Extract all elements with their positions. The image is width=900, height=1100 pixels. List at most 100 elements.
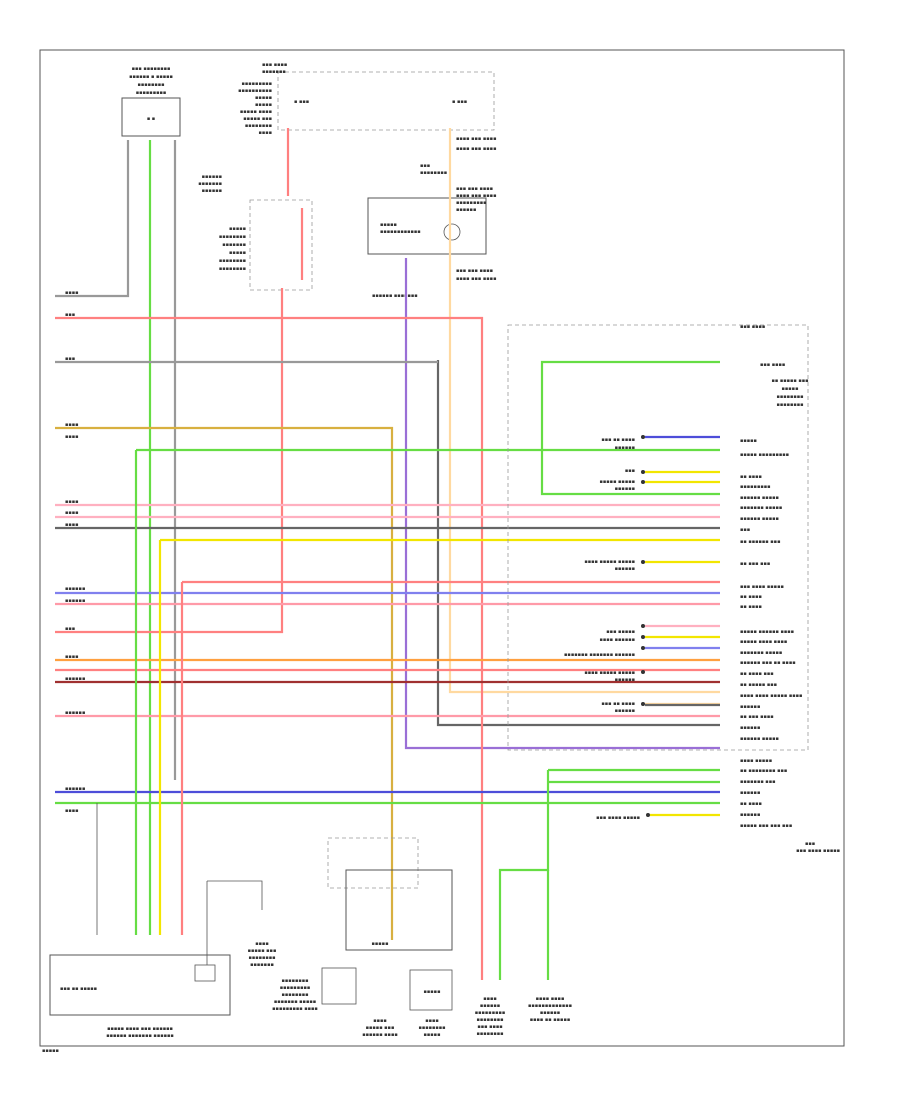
svg-text:▪▪▪: ▪▪▪ [420,163,430,169]
svg-text:▪▪▪ ▪▪▪▪: ▪▪▪ ▪▪▪▪ [760,362,785,368]
svg-text:▪▪▪▪▪▪ ▪▪▪ ▪▪ ▪▪▪▪: ▪▪▪▪▪▪ ▪▪▪ ▪▪ ▪▪▪▪ [740,660,796,666]
svg-text:▪▪▪▪▪▪▪ ▪▪▪▪▪: ▪▪▪▪▪▪▪ ▪▪▪▪▪ [274,999,316,1005]
svg-text:▪ ▪▪▪: ▪ ▪▪▪ [294,99,309,105]
svg-text:▪▪▪ ▪▪ ▪▪▪▪: ▪▪▪ ▪▪ ▪▪▪▪ [601,437,635,443]
source-labels: ▪▪▪ ▪▪ ▪▪▪▪ ▪▪▪▪▪▪ ▪▪▪ ▪▪▪▪▪ ▪▪▪▪▪ ▪▪▪▪▪… [564,437,640,821]
svg-text:▪▪▪▪▪▪▪▪: ▪▪▪▪▪▪▪▪ [281,978,308,984]
svg-text:▪▪ ▪▪▪▪: ▪▪ ▪▪▪▪ [740,604,762,610]
svg-text:▪▪ ▪▪▪▪: ▪▪ ▪▪▪▪ [740,801,762,807]
svg-text:▪▪▪▪▪ ▪▪▪▪▪: ▪▪▪▪▪ ▪▪▪▪▪ [600,479,635,485]
svg-text:▪▪▪▪: ▪▪▪▪ [483,996,497,1002]
svg-text:▪▪▪ ▪▪▪▪: ▪▪▪ ▪▪▪▪ [262,62,287,68]
svg-text:▪▪▪ ▪▪▪▪: ▪▪▪ ▪▪▪▪ [740,324,765,330]
svg-text:▪▪ ▪▪▪ ▪▪▪▪: ▪▪ ▪▪▪ ▪▪▪▪ [740,714,774,720]
svg-text:▪▪▪▪ ▪▪▪ ▪▪▪▪: ▪▪▪▪ ▪▪▪ ▪▪▪▪ [456,276,496,282]
svg-text:▪▪▪▪▪: ▪▪▪▪▪ [255,95,272,101]
svg-text:▪▪▪▪▪ ▪▪▪: ▪▪▪▪▪ ▪▪▪ [243,116,272,122]
svg-text:▪▪▪▪▪ ▪▪▪ ▪▪▪ ▪▪▪: ▪▪▪▪▪ ▪▪▪ ▪▪▪ ▪▪▪ [740,823,792,829]
svg-text:▪▪▪▪: ▪▪▪▪ [65,499,79,505]
svg-text:▪▪ ▪▪▪▪ ▪▪▪: ▪▪ ▪▪▪▪ ▪▪▪ [740,671,774,677]
svg-text:▪▪ ▪▪▪▪▪ ▪▪▪: ▪▪ ▪▪▪▪▪ ▪▪▪ [740,682,777,688]
svg-text:▪▪▪ ▪▪▪▪▪▪▪▪: ▪▪▪ ▪▪▪▪▪▪▪▪ [132,66,171,72]
svg-text:▪▪▪▪▪: ▪▪▪▪▪ [380,222,397,228]
svg-text:▪▪▪▪ ▪▪▪▪▪ ▪▪▪▪▪: ▪▪▪▪ ▪▪▪▪▪ ▪▪▪▪▪ [584,670,635,676]
svg-text:▪▪▪▪▪▪▪: ▪▪▪▪▪▪▪ [262,69,286,75]
center-module: ▪▪▪▪▪ ▪▪▪▪▪▪▪▪▪▪▪▪ ▪▪▪ ▪▪▪ ▪▪▪▪ ▪▪▪▪ ▪▪▪… [367,136,496,299]
svg-text:▪▪▪▪▪▪▪▪▪: ▪▪▪▪▪▪▪▪▪ [280,985,311,991]
svg-text:▪▪▪▪▪ ▪▪▪▪ ▪▪▪ ▪▪▪▪▪▪: ▪▪▪▪▪ ▪▪▪▪ ▪▪▪ ▪▪▪▪▪▪ [107,1026,173,1032]
footer-left: ▪▪▪▪▪ [42,1048,59,1054]
svg-text:▪▪ ▪▪▪▪▪▪ ▪▪▪: ▪▪ ▪▪▪▪▪▪ ▪▪▪ [740,539,780,545]
svg-text:▪▪▪ ▪▪▪ ▪▪▪▪: ▪▪▪ ▪▪▪ ▪▪▪▪ [456,186,493,192]
bottom-sensor-1: ▪▪▪▪ ▪▪▪▪▪ ▪▪▪ ▪▪▪▪▪▪▪▪ ▪▪▪▪▪▪▪ [248,941,277,968]
svg-text:▪▪ ▪▪▪▪: ▪▪ ▪▪▪▪ [740,594,762,600]
svg-text:▪▪▪▪▪▪ ▪ ▪▪▪▪▪: ▪▪▪▪▪▪ ▪ ▪▪▪▪▪ [129,74,173,80]
svg-text:▪▪▪▪ ▪▪▪▪: ▪▪▪▪ ▪▪▪▪ [536,996,565,1002]
svg-text:▪▪▪▪▪▪▪▪▪ ▪▪▪▪: ▪▪▪▪▪▪▪▪▪ ▪▪▪▪ [272,1006,318,1012]
svg-text:▪▪ ▪▪▪ ▪▪▪: ▪▪ ▪▪▪ ▪▪▪ [740,561,770,567]
svg-text:▪▪▪▪▪▪▪▪: ▪▪▪▪▪▪▪▪ [137,82,164,88]
svg-text:▪▪▪: ▪▪▪ [65,312,75,318]
svg-text:▪▪▪▪▪▪: ▪▪▪▪▪▪ [740,725,760,731]
svg-text:▪▪▪▪▪▪: ▪▪▪▪▪▪ [65,598,85,604]
svg-text:▪▪▪▪▪ ▪▪▪▪▪▪▪▪▪: ▪▪▪▪▪ ▪▪▪▪▪▪▪▪▪ [740,452,789,458]
svg-text:▪▪▪▪▪▪▪▪: ▪▪▪▪▪▪▪▪ [248,955,275,961]
bottom-sensor-6: ▪▪▪▪ ▪▪▪▪ ▪▪▪▪▪▪▪▪▪▪▪▪▪ ▪▪▪▪▪▪ ▪▪▪▪ ▪▪ ▪… [528,996,572,1023]
svg-text:▪▪▪▪: ▪▪▪▪ [65,808,79,814]
svg-text:▪▪▪▪▪▪▪▪▪: ▪▪▪▪▪▪▪▪▪ [740,484,771,490]
top-left-sensor: ▪▪▪ ▪▪▪▪▪▪▪▪ ▪▪▪▪▪▪ ▪ ▪▪▪▪▪ ▪▪▪▪▪▪▪▪ ▪▪▪… [121,66,181,137]
svg-text:▪▪▪▪▪▪: ▪▪▪▪▪▪ [615,566,635,572]
svg-text:▪▪▪▪▪▪▪▪: ▪▪▪▪▪▪▪▪ [219,258,246,264]
svg-text:▪▪▪▪: ▪▪▪▪ [255,941,269,947]
top-wires [55,128,720,935]
svg-text:▪▪▪ ▪▪ ▪▪▪▪▪: ▪▪▪ ▪▪ ▪▪▪▪▪ [60,986,97,992]
left-wire-labels: ▪▪▪▪ ▪▪▪ ▪▪▪ ▪▪▪▪ ▪▪▪▪ ▪▪▪▪ ▪▪▪▪ ▪▪▪▪ ▪▪… [65,290,85,814]
svg-text:▪▪▪▪ ▪▪▪ ▪▪▪▪: ▪▪▪▪ ▪▪▪ ▪▪▪▪ [456,146,496,152]
svg-text:▪▪▪▪: ▪▪▪▪ [258,130,272,136]
svg-text:▪▪▪▪▪: ▪▪▪▪▪ [229,250,246,256]
svg-text:▪▪▪▪ ▪▪▪▪▪: ▪▪▪▪ ▪▪▪▪▪ [740,758,772,764]
svg-text:▪▪▪ ▪▪▪▪▪: ▪▪▪ ▪▪▪▪▪ [606,629,635,635]
svg-text:▪▪▪▪▪▪: ▪▪▪▪▪▪ [65,710,85,716]
svg-text:▪▪▪▪ ▪▪▪ ▪▪▪▪: ▪▪▪▪ ▪▪▪ ▪▪▪▪ [456,193,496,199]
bus-lines [55,316,720,980]
svg-text:▪▪▪ ▪▪▪▪ ▪▪▪▪▪: ▪▪▪ ▪▪▪▪ ▪▪▪▪▪ [796,848,840,854]
svg-text:▪▪▪▪▪▪▪▪▪▪: ▪▪▪▪▪▪▪▪▪▪ [238,88,272,94]
svg-text:▪▪▪: ▪▪▪ [65,626,75,632]
ecm-connector-box [507,324,809,751]
svg-text:▪▪▪ ▪▪▪▪: ▪▪▪ ▪▪▪▪ [477,1024,502,1030]
svg-text:▪▪▪▪▪: ▪▪▪▪▪ [782,386,799,392]
svg-text:▪▪▪▪▪▪▪: ▪▪▪▪▪▪▪ [222,242,246,248]
diagram-frame [39,49,845,1047]
svg-text:▪▪▪▪▪▪▪▪: ▪▪▪▪▪▪▪▪ [245,123,272,129]
svg-text:▪▪▪▪▪▪: ▪▪▪▪▪▪ [65,676,85,682]
svg-text:▪▪▪▪▪▪: ▪▪▪▪▪▪ [615,445,635,451]
svg-text:▪▪▪▪: ▪▪▪▪ [65,434,79,440]
svg-text:▪▪▪▪▪ ▪▪▪: ▪▪▪▪▪ ▪▪▪ [366,1025,395,1031]
svg-text:▪▪▪▪▪: ▪▪▪▪▪ [372,941,389,947]
svg-text:▪▪▪: ▪▪▪ [740,527,750,533]
svg-text:▪▪▪▪▪▪▪▪: ▪▪▪▪▪▪▪▪ [418,1025,445,1031]
bottom-sensor-5: ▪▪▪▪ ▪▪▪▪▪▪ ▪▪▪▪▪▪▪▪▪ ▪▪▪▪▪▪▪▪ ▪▪▪ ▪▪▪▪ … [475,996,506,1037]
svg-text:▪▪▪▪▪▪ ▪▪▪▪▪: ▪▪▪▪▪▪ ▪▪▪▪▪ [740,736,779,742]
svg-text:▪▪ ▪▪▪▪: ▪▪ ▪▪▪▪ [740,474,762,480]
svg-text:▪▪▪▪▪: ▪▪▪▪▪ [424,1032,441,1038]
svg-text:▪▪▪▪▪▪: ▪▪▪▪▪▪ [202,188,222,194]
bottom-sensor-3: ▪▪▪▪▪ ▪▪▪▪ ▪▪▪▪▪ ▪▪▪ ▪▪▪▪▪▪ ▪▪▪▪ [327,837,453,1038]
svg-text:▪▪▪▪▪▪: ▪▪▪▪▪▪ [615,708,635,714]
svg-text:▪▪▪▪▪▪: ▪▪▪▪▪▪ [202,174,222,180]
svg-text:▪▪ ▪▪▪▪▪▪▪▪ ▪▪▪: ▪▪ ▪▪▪▪▪▪▪▪ ▪▪▪ [740,768,787,774]
svg-text:▪▪▪▪: ▪▪▪▪ [65,522,79,528]
svg-text:▪▪▪▪▪▪▪▪▪▪▪▪▪: ▪▪▪▪▪▪▪▪▪▪▪▪▪ [528,1003,572,1009]
svg-text:▪▪▪▪ ▪▪ ▪▪▪▪▪: ▪▪▪▪ ▪▪ ▪▪▪▪▪ [530,1017,570,1023]
connector-dots [641,435,650,817]
svg-text:▪▪▪▪▪▪▪▪: ▪▪▪▪▪▪▪▪ [219,234,246,240]
right-pin-labels: ▪▪▪▪▪ ▪▪▪▪▪ ▪▪▪▪▪▪▪▪▪ ▪▪ ▪▪▪▪ ▪▪▪▪▪▪▪▪▪ … [740,324,840,854]
svg-text:▪▪▪▪▪ ▪▪▪: ▪▪▪▪▪ ▪▪▪ [248,948,277,954]
svg-text:▪▪▪▪▪▪: ▪▪▪▪▪▪ [65,786,85,792]
svg-text:▪ ▪: ▪ ▪ [147,116,155,122]
svg-text:▪▪▪▪▪▪: ▪▪▪▪▪▪ [740,704,760,710]
svg-text:▪▪▪▪▪▪▪: ▪▪▪▪▪▪▪ [250,962,274,968]
svg-text:▪▪▪▪ ▪▪▪▪▪ ▪▪▪▪▪: ▪▪▪▪ ▪▪▪▪▪ ▪▪▪▪▪ [584,559,635,565]
svg-text:▪▪▪▪▪▪: ▪▪▪▪▪▪ [615,486,635,492]
